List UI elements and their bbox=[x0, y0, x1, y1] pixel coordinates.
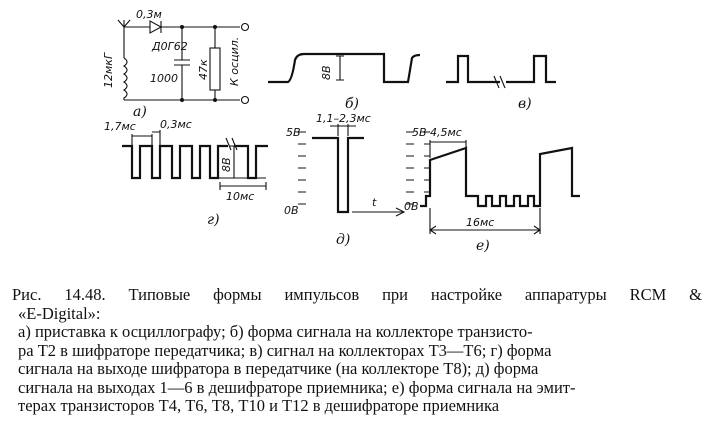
label-g-period: 1,7мс bbox=[104, 120, 136, 133]
terminal-bottom-icon bbox=[240, 95, 250, 105]
sublabel-g: г) bbox=[207, 212, 220, 228]
label-d-width: 1,1–2,3мс bbox=[316, 112, 371, 125]
antenna-icon bbox=[117, 19, 131, 58]
caption-line: сигнала на выходе шифратора в передатчик… bbox=[18, 359, 539, 378]
label-inductance: 12мкГ bbox=[102, 52, 115, 88]
label-capacitance: 1000 bbox=[150, 72, 178, 85]
sublabel-e: е) bbox=[476, 238, 490, 254]
terminal-top-icon bbox=[240, 22, 250, 32]
caption-line: терах транзисторов Т4, Т6, Т8, Т10 и Т12… bbox=[18, 396, 500, 415]
circuit-a: 0,3м Д0Г62 12мкГ 1000 47к К осцил. а) bbox=[102, 8, 250, 120]
waveform-b: 8В б) bbox=[268, 52, 421, 112]
label-e-top: 5В bbox=[412, 126, 427, 139]
sublabel-a: а) bbox=[133, 104, 147, 120]
diode-icon bbox=[149, 20, 163, 34]
figure-caption: Рис. 14.48. Типовые формы импульсов при … bbox=[12, 285, 702, 416]
label-g-pulse: 0,3мс bbox=[160, 118, 192, 131]
label-b-amplitude: 8В bbox=[320, 65, 333, 80]
label-d-time: t bbox=[372, 196, 377, 209]
sublabel-b: б) bbox=[345, 96, 359, 112]
label-e-bottom: 0В bbox=[404, 200, 419, 213]
caption-line: а) приставка к осциллографу; б) форма си… bbox=[18, 322, 533, 341]
label-e-width: 4,5мс bbox=[430, 126, 462, 139]
inductor-icon bbox=[123, 57, 128, 100]
caption-line: сигнала на выходах 1—6 в дешифраторе при… bbox=[18, 377, 576, 397]
caption-line: ра Т2 в шифраторе передатчика; в) сигнал… bbox=[18, 340, 552, 360]
label-g-amplitude: 8В bbox=[220, 157, 233, 172]
capacitor-icon bbox=[174, 27, 190, 100]
waveform-g: 1,7мс 0,3мс 8В 10мс г) bbox=[104, 118, 268, 228]
label-resistance: 47к bbox=[197, 59, 210, 80]
waveform-v: в) bbox=[446, 54, 556, 112]
label-to-scope: К осцил. bbox=[228, 37, 241, 86]
waveform-d: 5В 0В 1,1–2,3мс t д) bbox=[284, 112, 414, 248]
label-e-duration: 16мс bbox=[466, 216, 494, 229]
sublabel-v: в) bbox=[518, 96, 532, 112]
label-d-top: 5В bbox=[286, 126, 301, 139]
waveform-e: 5В 0В 4,5мс 16мс е) bbox=[404, 126, 580, 254]
caption-title: Рис. 14.48. Типовые формы импульсов при … bbox=[12, 285, 702, 304]
label-0-3m: 0,3м bbox=[136, 8, 162, 21]
waveform-figure: 0,3м Д0Г62 12мкГ 1000 47к К осцил. а) 8В… bbox=[102, 8, 580, 254]
caption-title-cont: «E-Digital»: bbox=[18, 303, 101, 323]
label-g-duration: 10мс bbox=[226, 190, 254, 203]
sublabel-d: д) bbox=[336, 232, 350, 248]
label-diode-type: Д0Г62 bbox=[151, 40, 188, 53]
label-d-bottom: 0В bbox=[284, 204, 299, 217]
resistor-icon bbox=[209, 47, 221, 91]
